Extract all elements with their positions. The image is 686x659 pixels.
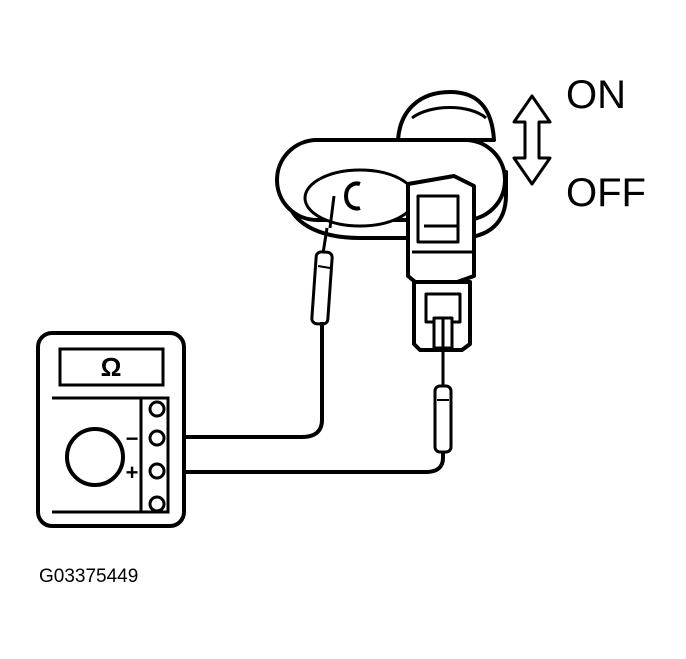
jack-4 bbox=[148, 495, 166, 513]
probe-ground bbox=[310, 195, 336, 326]
test-leads bbox=[162, 322, 445, 474]
jack-negative bbox=[148, 429, 166, 447]
screw-hole bbox=[344, 181, 361, 211]
figure-id: G03375449 bbox=[39, 566, 138, 587]
probe-terminal bbox=[433, 348, 453, 454]
double-arrow-icon bbox=[512, 94, 552, 186]
negative-terminal-label: − bbox=[126, 426, 139, 451]
lead-positive bbox=[162, 452, 445, 474]
jack-positive bbox=[148, 462, 166, 480]
lead-negative bbox=[162, 322, 324, 439]
switch-plunger bbox=[396, 90, 496, 142]
ohmmeter bbox=[36, 331, 186, 528]
meter-display bbox=[58, 347, 165, 387]
off-label: OFF bbox=[566, 171, 646, 215]
on-label: ON bbox=[566, 73, 626, 117]
selector-knob bbox=[65, 427, 125, 487]
positive-terminal-label: + bbox=[126, 460, 139, 485]
door-switch bbox=[275, 90, 508, 352]
jack-1 bbox=[148, 400, 166, 418]
ohm-symbol: Ω bbox=[101, 352, 122, 382]
